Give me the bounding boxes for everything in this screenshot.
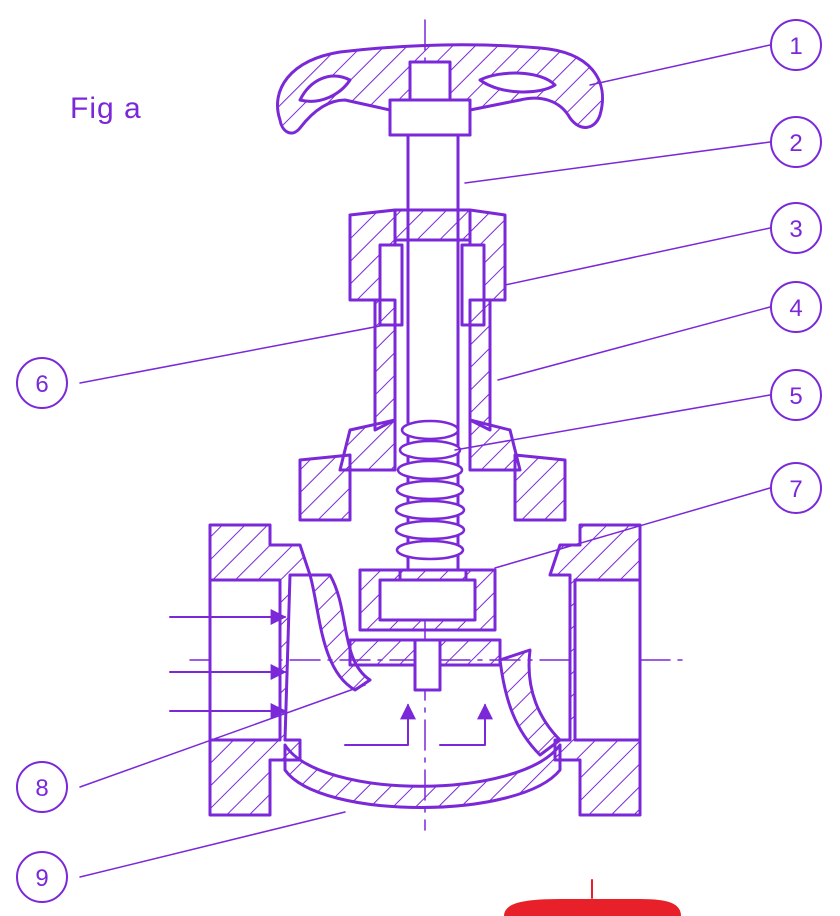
callout-5: 5 [770,369,822,421]
gland-nut [348,208,507,327]
callout-7: 7 [770,462,822,514]
spring [394,419,466,561]
valve-disc [348,568,502,692]
callout-3: 3 [770,202,822,254]
svg-text:7: 7 [789,476,802,503]
red-fragment [504,899,681,916]
callout-9: 9 [16,851,68,903]
union-nut [298,453,567,522]
callout-4: 4 [770,281,822,333]
figure-label: Fig a [70,92,142,125]
flow-arrows [169,609,493,746]
handwheel [276,43,604,137]
svg-text:6: 6 [35,371,48,398]
callout-1: 1 [770,19,822,71]
svg-text:9: 9 [35,865,48,892]
svg-text:5: 5 [789,383,802,410]
valve-body [208,523,642,817]
svg-text:1: 1 [789,33,802,60]
svg-text:4: 4 [789,295,802,322]
svg-text:2: 2 [789,130,802,157]
callout-8: 8 [16,761,68,813]
callout-2: 2 [770,116,822,168]
svg-text:8: 8 [35,775,48,802]
callout-6: 6 [16,357,68,409]
leader-lines [79,44,771,878]
svg-text:3: 3 [789,216,802,243]
bonnet [338,298,522,472]
